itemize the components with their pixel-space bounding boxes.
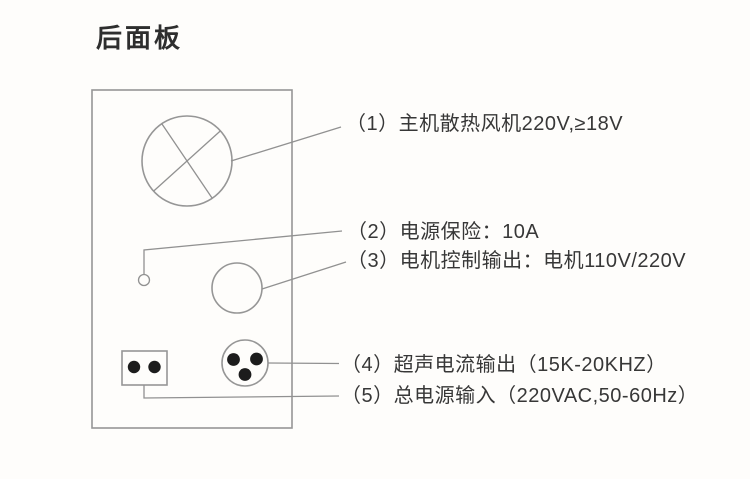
fuse-holder-symbol — [137, 273, 151, 287]
leader-line-2-fuse — [143, 230, 343, 274]
cooling-fan-symbol — [141, 115, 233, 207]
mains-socket-pin-right — [148, 360, 161, 374]
callout-label-5-mains-input: （5）总电源输入（220VAC,50-60Hz） — [341, 385, 699, 407]
ultrasonic-connector-pin-left — [227, 353, 240, 366]
ultrasonic-output-connector-symbol — [221, 339, 269, 387]
fan-blade-line-2 — [153, 130, 221, 192]
leader-line-1-fan — [230, 126, 342, 162]
panel-outline — [91, 89, 293, 429]
motor-control-output-symbol — [211, 262, 263, 314]
ultrasonic-connector-pin-right — [250, 352, 263, 366]
callout-label-2-fuse: （2）电源保险：10A — [347, 221, 540, 243]
callout-label-1-fan: （1）主机散热风机220V,≥18V — [346, 113, 624, 135]
leader-line-5-mains-input — [143, 385, 340, 399]
callout-label-4-ultrasonic-output: （4）超声电流输出（15K-20KHZ） — [341, 354, 667, 376]
leader-line-3-motor-output — [261, 261, 347, 290]
mains-socket-symbol — [121, 350, 168, 386]
ultrasonic-connector-pin-bottom — [238, 368, 252, 381]
callout-label-3-motor-output: （3）电机控制输出：电机110V/220V — [347, 250, 687, 272]
mains-socket-pin-left — [127, 360, 141, 374]
page-title: 后面板 — [96, 23, 184, 53]
leader-line-4-ultrasonic-output — [267, 362, 340, 365]
